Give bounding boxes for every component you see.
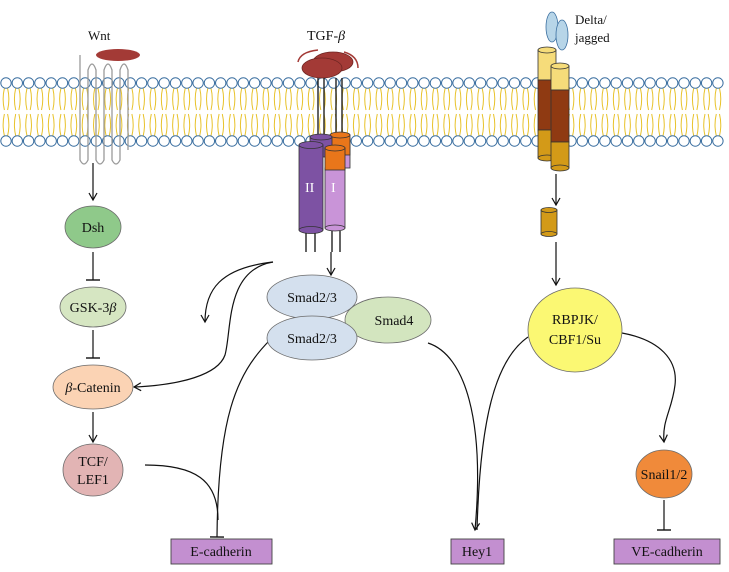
rbpjk-label-line2: CBF1/Su [549,333,601,348]
beta-catenin-label: β-Catenin [64,381,120,396]
beta-catenin-node: β-Catenin [52,364,134,410]
snail-label: Snail1/2 [641,468,688,483]
pathway-connectors [86,163,676,538]
notch-receptor-right [550,62,570,172]
arrow-tgf-to-catenin [132,261,274,392]
smad23-top-node: Smad2/3 [266,274,358,320]
type-ii-receptor [298,141,324,234]
smad23-bottom-node: Smad2/3 [266,315,358,361]
smad23-bottom-label: Smad2/3 [287,332,337,347]
wnt-label: Wnt [88,28,111,43]
frizzled-receptor [79,55,129,165]
ecadherin-label: E-cadherin [190,545,251,560]
rbpjk-node: RBPJK/ CBF1/Su [527,287,623,373]
hey1-label: Hey1 [462,545,492,560]
notch-intracellular-domain [540,207,558,237]
wnt-ligand [96,49,140,61]
tgf-beta-receptor-tails [305,231,341,252]
ecadherin-target: E-cadherin [170,538,273,565]
delta-jagged-ligand [545,11,569,51]
gsk3b-label: GSK-3β [70,301,117,316]
cell-membrane [0,77,724,147]
tcf-to-ecadherin-line [144,464,219,521]
tcf-label: TCF/ [78,455,108,470]
arrow-rbpjk-to-snail [621,332,676,444]
gsk3b-node: GSK-3β [59,286,127,328]
dsh-label: Dsh [82,221,105,236]
delta-jagged-label-line2: jagged [574,30,610,45]
dsh-node: Dsh [64,205,122,249]
smad4-label: Smad4 [375,314,414,329]
tgf-beta-label: TGF-β [307,29,345,44]
inhibit-smad-ecadherin [209,339,271,538]
type-i-receptor [324,144,346,232]
vecadherin-label: VE-cadherin [631,545,703,560]
type-ii-label: II [305,181,315,196]
smad4-node: Smad4 [344,296,432,344]
arrow-tgf-to-gsk [200,261,274,324]
arrow-smad-to-hey1 [427,342,481,532]
rbpjk-to-hey1-line [476,336,529,531]
lef1-label: LEF1 [77,473,109,488]
vecadherin-target: VE-cadherin [613,538,721,565]
hey1-target: Hey1 [450,538,505,565]
tgf-beta-ligand [297,49,359,79]
rbpjk-label-line1: RBPJK/ [552,313,598,328]
smad23-top-label: Smad2/3 [287,291,337,306]
tcf-lef1-node: TCF/ LEF1 [62,443,124,497]
type-i-label: I [331,181,336,196]
delta-jagged-label-line1: Delta/ [575,12,607,27]
snail-node: Snail1/2 [635,449,693,499]
